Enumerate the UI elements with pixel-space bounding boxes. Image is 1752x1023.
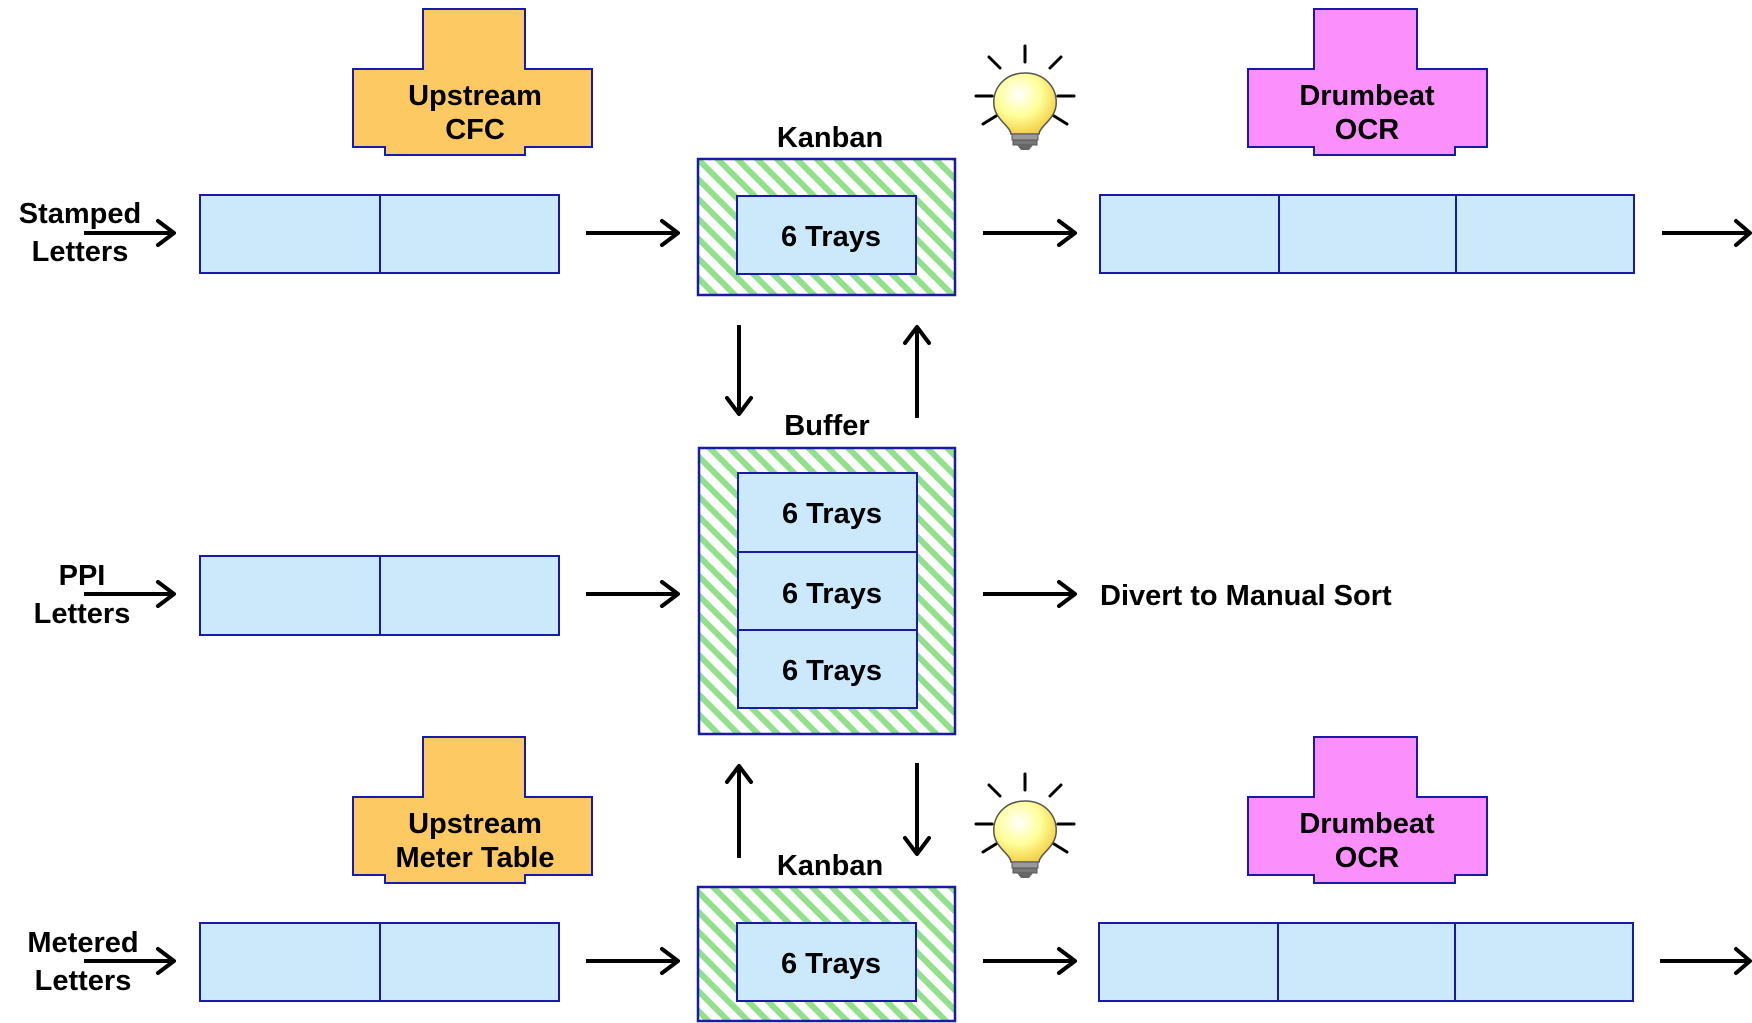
buffer-tray-2-label: 6 Trays	[782, 578, 882, 610]
arrow-to-kanban-bottom	[586, 947, 680, 975]
arrow-buffer-to-kanban-top	[903, 325, 931, 418]
buffer-tray-2	[737, 551, 918, 631]
queue-cell	[1277, 922, 1456, 1002]
queue-metered	[199, 922, 560, 1002]
metered-input-arrowhead	[156, 947, 176, 975]
drumbeat-bottom-shape	[1247, 736, 1488, 884]
upstream-meter-table-machine: Upstream Meter Table	[352, 736, 593, 884]
arrow-kanban-bottom-to-buffer	[725, 764, 753, 858]
upstream-cfc-machine: Upstream CFC	[352, 8, 593, 156]
queue-cell	[1098, 922, 1279, 1002]
drumbeat-top-label-line2: OCR	[1335, 114, 1400, 146]
queue-stamped	[199, 194, 560, 274]
queue-cell	[1454, 922, 1634, 1002]
queue-cell	[1455, 194, 1635, 274]
kanban-top-title: Kanban	[777, 122, 883, 154]
ppi-label-line1: PPI	[59, 560, 106, 592]
ppi-input-arrowhead	[156, 580, 176, 608]
stamped-label-line1: Stamped	[19, 198, 141, 230]
kanban-top: Kanban 6 Trays	[696, 122, 957, 297]
kanban-bottom-tray	[736, 922, 917, 1002]
arrow-to-drumbeat-top	[983, 219, 1077, 247]
drumbeat-ocr-bottom-machine: Drumbeat OCR	[1247, 736, 1488, 884]
arrow-kanban-top-to-buffer	[725, 325, 753, 416]
kanban-bottom-tray-label: 6 Trays	[781, 948, 881, 980]
output-arrow-bottom	[1660, 947, 1752, 975]
stamped-input-arrowhead	[156, 219, 176, 247]
arrow-to-kanban-top	[586, 219, 680, 247]
metered-label-line1: Metered	[27, 927, 138, 959]
output-arrow-top	[1662, 219, 1752, 247]
lightbulb-icon	[974, 44, 1076, 150]
upstream-cfc-label-line2: CFC	[445, 114, 505, 146]
lightbulb-icon	[974, 772, 1076, 878]
upstream-meter-label-line1: Upstream	[408, 808, 542, 840]
upstream-meter-label-line2: Meter Table	[395, 842, 554, 874]
queue-ocr-bottom	[1098, 922, 1634, 1002]
kanban-top-tray	[736, 195, 917, 275]
drumbeat-top-label-line1: Drumbeat	[1299, 80, 1435, 112]
arrow-to-buffer	[586, 580, 680, 608]
queue-cell	[379, 555, 560, 636]
divert-label: Divert to Manual Sort	[1100, 580, 1392, 612]
queue-cell	[199, 555, 381, 636]
kanban-bottom: Kanban 6 Trays	[696, 850, 957, 1023]
buffer-title: Buffer	[784, 410, 869, 442]
metered-label-line2: Letters	[35, 965, 132, 997]
drumbeat-bottom-label-line1: Drumbeat	[1299, 808, 1435, 840]
kanban-top-tray-label: 6 Trays	[781, 221, 881, 253]
drumbeat-top-shape	[1247, 8, 1488, 156]
ppi-label-line2: Letters	[34, 598, 131, 630]
arrow-to-drumbeat-bottom	[983, 947, 1077, 975]
buffer-tray-3	[737, 629, 918, 709]
drumbeat-bottom-label-line2: OCR	[1335, 842, 1400, 874]
queue-cell	[199, 194, 381, 274]
buffer-tray-1-label: 6 Trays	[782, 498, 882, 530]
buffer-tray-3-label: 6 Trays	[782, 655, 882, 687]
queue-cell	[379, 922, 560, 1002]
queue-cell	[1099, 194, 1280, 274]
arrow-divert	[983, 580, 1077, 608]
queue-ocr-top	[1099, 194, 1635, 274]
input-stamped-letters: Stamped Letters	[19, 198, 176, 268]
input-metered-letters: Metered Letters	[27, 927, 176, 997]
queue-cell	[199, 922, 381, 1002]
upstream-cfc-shape	[352, 8, 593, 156]
stamped-label-line2: Letters	[32, 236, 129, 268]
arrow-buffer-to-kanban-bottom	[903, 763, 931, 856]
input-ppi-letters: PPI Letters	[34, 560, 176, 630]
upstream-meter-shape	[352, 736, 593, 884]
queue-cell	[1278, 194, 1457, 274]
upstream-cfc-label-line1: Upstream	[408, 80, 542, 112]
kanban-bottom-title: Kanban	[777, 850, 883, 882]
queue-cell	[379, 194, 560, 274]
queue-ppi	[199, 555, 560, 636]
buffer-tray-1	[737, 472, 918, 553]
buffer: Buffer 6 Trays 6 Trays 6 Trays	[697, 410, 957, 736]
drumbeat-ocr-top-machine: Drumbeat OCR	[1247, 8, 1488, 156]
